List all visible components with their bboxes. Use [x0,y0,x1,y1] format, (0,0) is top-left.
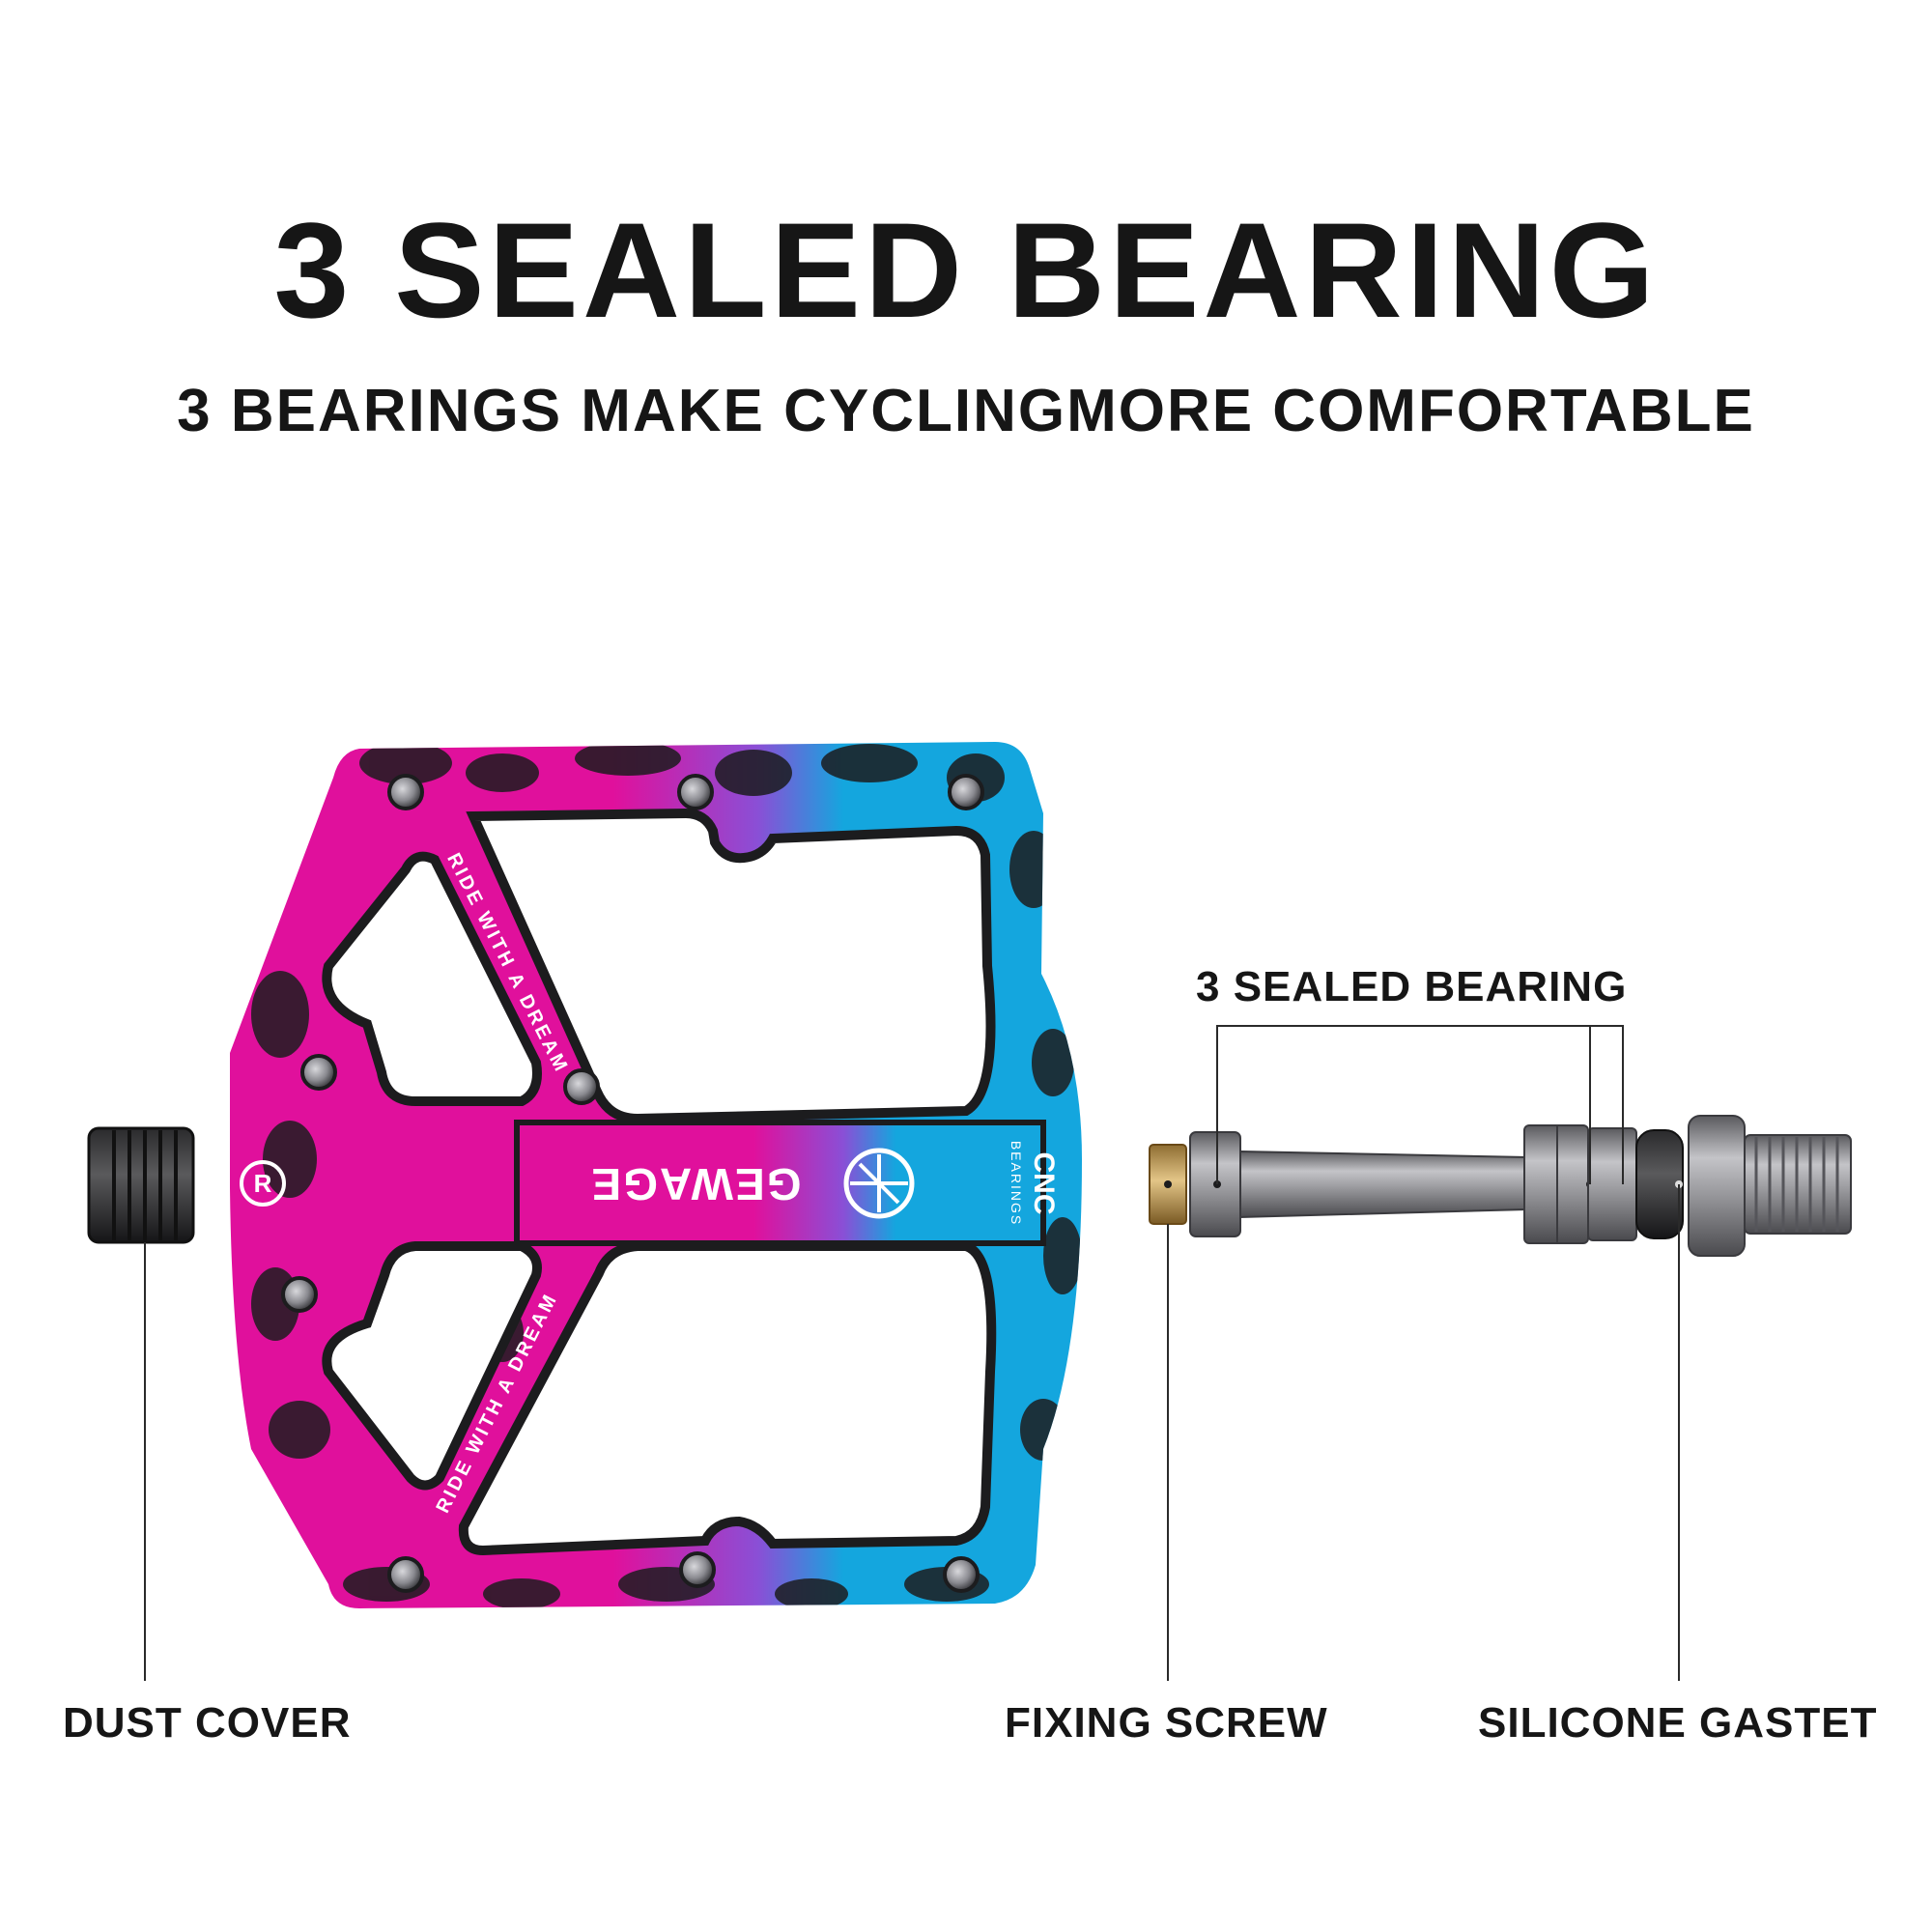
dust-cover-label: DUST COVER [63,1699,352,1747]
page-subtitle: 3 BEARINGS MAKE CYCLINGMORE COMFORTABLE [177,378,1755,444]
dust-cover [87,1126,195,1244]
bearing-callout-label: 3 SEALED BEARING [1196,963,1628,1010]
traction-pins [281,774,984,1593]
bearings-label: BEARINGS [1009,1141,1024,1226]
fixing-screw-label: FIXING SCREW [1005,1699,1328,1747]
brand-name: GEWAGE [589,1159,801,1209]
spindle-channel [514,1120,1046,1246]
page-title: 3 SEALED BEARING [273,194,1659,346]
svg-text:R: R [254,1169,272,1198]
brand-emblem-icon [843,1148,915,1219]
registered-badge-icon: R [240,1160,286,1207]
pedal-axle [1189,1115,1852,1257]
pedal-body: GEWAGE CNC BEARINGS RIDE WITH A DREAM RI… [230,742,1082,1608]
callout-lines [144,1025,1680,1681]
pedal-cutouts [322,808,997,1556]
silicone-gasket-label: SILICONE GASTET [1478,1699,1878,1747]
brand-logo: GEWAGE [589,1159,801,1209]
fixing-screw [1149,1144,1187,1225]
cnc-label: CNC [1028,1152,1060,1215]
